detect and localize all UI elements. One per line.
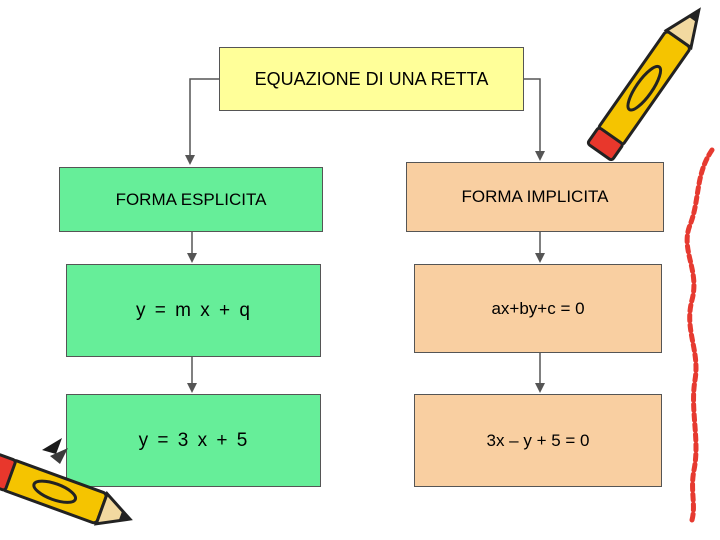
implicit-general-equation-box: ax+by+c = 0 [414, 264, 662, 353]
esplicita-header-box: FORMA ESPLICITA [59, 167, 323, 232]
implicita-header-box: FORMA IMPLICITA [406, 162, 664, 232]
explicit-example-equation-box: y = 3 x + 5 [66, 394, 321, 487]
title-box: EQUAZIONE DI UNA RETTA [219, 47, 524, 111]
connector-title-to-implicita [524, 79, 540, 156]
implicit-example-equation-box: 3x – y + 5 = 0 [414, 394, 662, 487]
explicit-general-equation-box: y = m x + q [66, 264, 321, 357]
connector-title-to-esplicita [190, 79, 219, 160]
